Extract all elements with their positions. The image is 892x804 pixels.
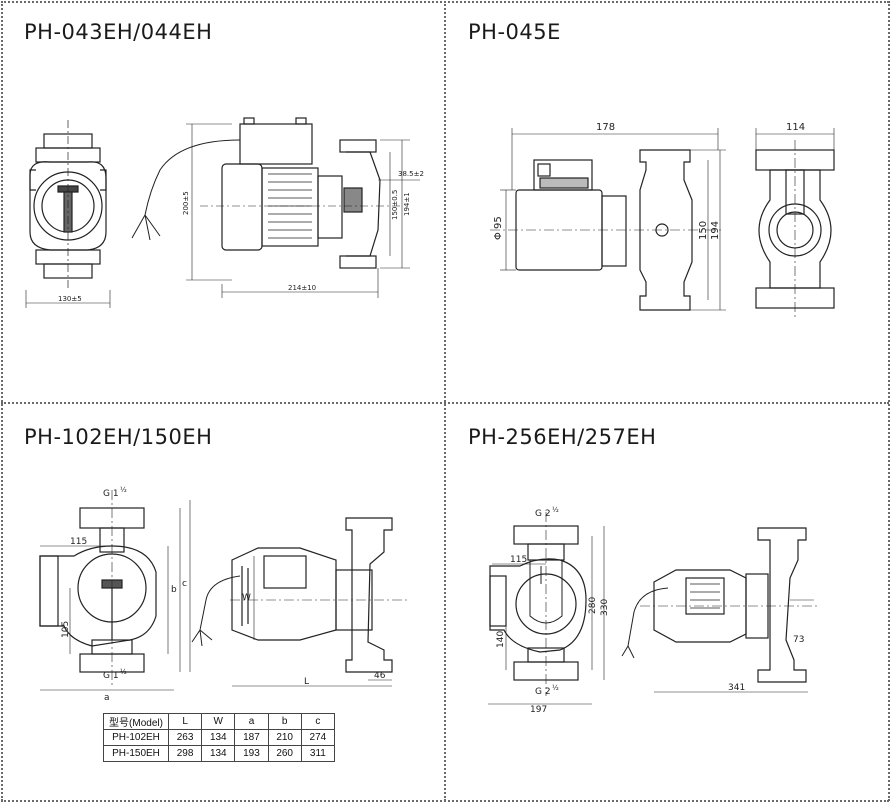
dim-ph256-g-top: G 2: [535, 509, 551, 519]
dim-ph256-g-bottom: G 2: [535, 687, 551, 697]
dim-ph102-g-bottom-frac: ½: [120, 668, 127, 676]
dim-ph043-total-h: 194±1: [403, 192, 411, 216]
dim-ph045-h1: 150: [698, 221, 709, 240]
table-row: PH-150EH 298 134 193 260 311: [103, 745, 336, 762]
dim-ph256-g-top-frac: ½: [552, 506, 559, 514]
dim-ph043-left-width: 130±5: [58, 295, 82, 303]
frame-right-border: [888, 1, 890, 801]
dim-ph102-g-top-frac: ½: [120, 486, 127, 494]
dim-ph043-height: 200±5: [182, 191, 190, 215]
dim-ph256-g-bottom-frac: ½: [552, 684, 559, 692]
dim-ph043-width-bottom: 214±10: [288, 284, 316, 292]
dim-ph102-W: W: [242, 593, 251, 603]
dim-ph045-diameter: Φ 95: [493, 216, 504, 240]
dim-ph102-b: b: [171, 585, 177, 595]
frame-bottom-border: [1, 800, 889, 802]
dim-ph102-46: 46: [374, 671, 386, 681]
dim-ph045-side-width: 114: [786, 122, 805, 133]
dim-ph102-g-top: G 1: [103, 489, 119, 499]
dim-ph256-341: 341: [728, 683, 745, 693]
dim-ph102-L: L: [304, 677, 309, 687]
dim-ph102-105: 105: [61, 621, 71, 638]
dim-ph102-115: 115: [70, 537, 87, 547]
dim-ph256-115: 115: [510, 555, 527, 565]
table-row: PH-102EH 263 134 187 210 274: [103, 729, 336, 746]
dim-ph043-pipe-h: 150±0.5: [391, 190, 399, 220]
ph102-spec-table: 型号(Model) L W a b c PH-102EH 263 134 187…: [103, 713, 336, 762]
dim-ph043-offset: 38.5±2: [398, 170, 424, 178]
dim-ph045-h2: 194: [710, 221, 721, 240]
dim-ph256-73: 73: [793, 635, 804, 645]
panel-title-ph102: PH-102EH/150EH: [24, 425, 213, 449]
dim-ph102-g-bottom: G 1: [103, 671, 119, 681]
spec-table-header-row: 型号(Model) L W a b c: [103, 713, 336, 730]
frame-vertical-divider: [444, 1, 446, 801]
panel-title-ph045: PH-045E: [468, 20, 561, 44]
frame-left-border: [1, 1, 3, 801]
dim-ph102-a: a: [104, 693, 110, 703]
dim-ph256-280: 280: [588, 597, 598, 614]
dim-ph102-c: c: [182, 579, 187, 589]
panel-title-ph043: PH-043EH/044EH: [24, 20, 213, 44]
dim-ph256-140: 140: [496, 631, 506, 648]
dim-ph256-197: 197: [530, 705, 547, 715]
panel-title-ph256: PH-256EH/257EH: [468, 425, 657, 449]
dim-ph045-length: 178: [596, 122, 615, 133]
spec-cell: 311: [300, 745, 336, 762]
dim-ph256-330: 330: [600, 599, 610, 616]
